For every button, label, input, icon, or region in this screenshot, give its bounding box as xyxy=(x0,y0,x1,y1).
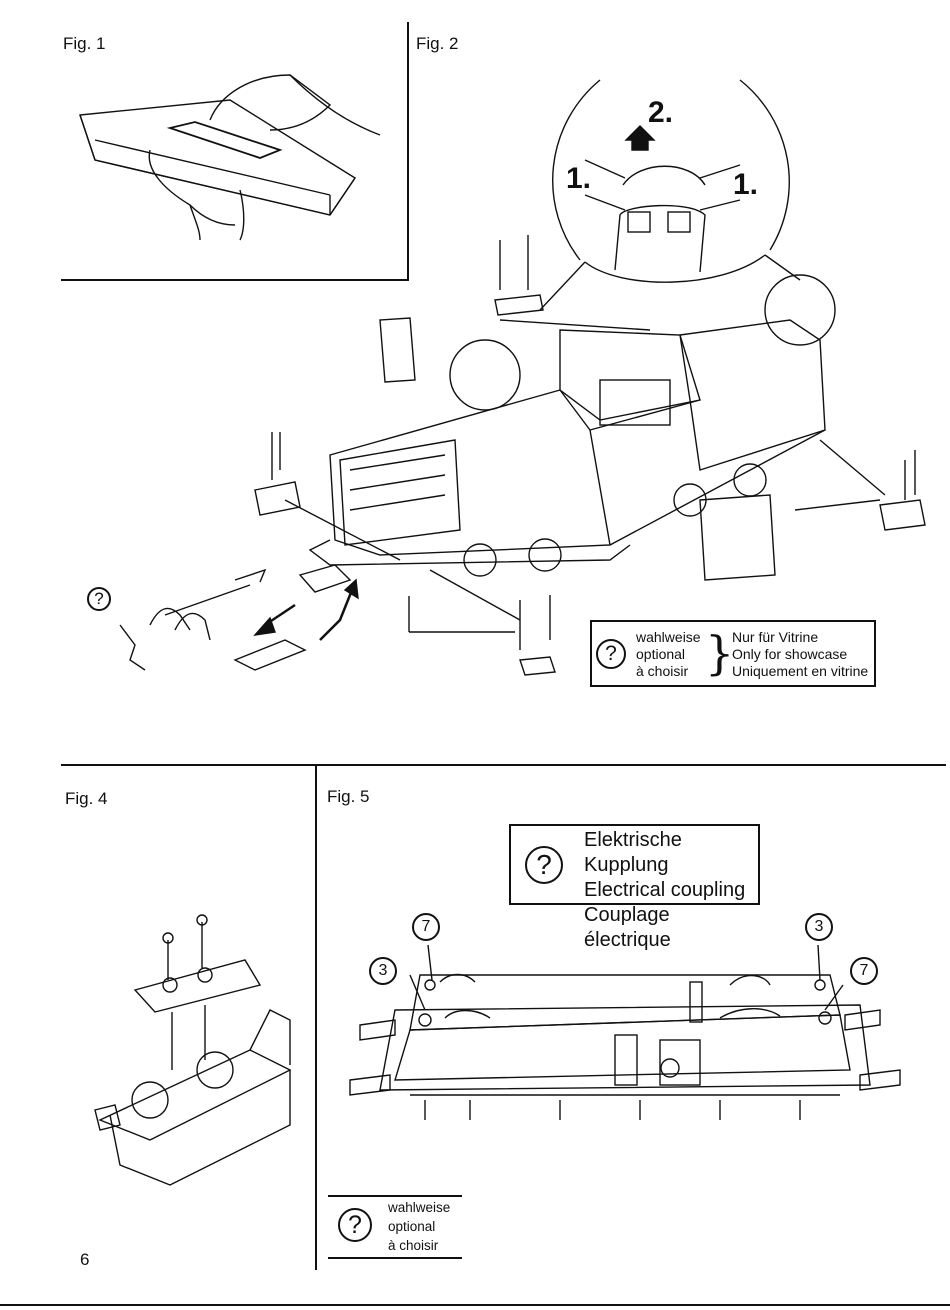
bottom-line-a-choisir: à choisir xyxy=(388,1236,450,1255)
optional-legend-bottom: ? wahlweise optional à choisir xyxy=(328,1195,462,1258)
optional-marker-icon: ? xyxy=(87,587,111,611)
question-circle-icon: ? xyxy=(596,639,626,669)
legend-line-en-vitrine: Uniquement en vitrine xyxy=(732,663,868,680)
coupling-line-en: Electrical coupling xyxy=(584,878,758,903)
coupling-line-fr: Couplage électrique xyxy=(584,903,758,953)
legend-line-optional: optional xyxy=(636,646,701,663)
coupling-line-de: Elektrische Kupplung xyxy=(584,828,758,878)
question-circle-icon: ? xyxy=(525,846,563,884)
legend-line-vitrine: Nur für Vitrine xyxy=(732,629,868,646)
callout-3-right: 3 xyxy=(805,913,833,941)
electrical-coupling-text: Elektrische Kupplung Electrical coupling… xyxy=(584,828,758,953)
bottom-line-wahlweise: wahlweise xyxy=(388,1198,450,1217)
fig1-box-illustration xyxy=(80,75,380,240)
optional-showcase-legend: ? wahlweise optional à choisir } Nur für… xyxy=(590,620,876,687)
step-1-right-label: 1. xyxy=(733,168,758,202)
legend-line-wahlweise: wahlweise xyxy=(636,629,701,646)
step-2-label: 2. xyxy=(648,96,673,130)
bottom-line-optional: optional xyxy=(388,1217,450,1236)
callout-7-left: 7 xyxy=(412,913,440,941)
question-circle-icon: ? xyxy=(338,1208,372,1242)
electrical-coupling-legend: ? Elektrische Kupplung Electrical coupli… xyxy=(509,824,760,905)
brace-icon: } xyxy=(705,630,734,676)
callout-3-left: 3 xyxy=(369,957,397,985)
legend-top-rule xyxy=(328,1195,462,1197)
legend-bottom-rule xyxy=(328,1257,462,1259)
callout-7-right: 7 xyxy=(850,957,878,985)
legend-line-showcase: Only for showcase xyxy=(732,646,868,663)
step-1-left-label: 1. xyxy=(566,162,591,196)
legend-optional-text: wahlweise optional à choisir xyxy=(636,629,701,680)
page-number: 6 xyxy=(80,1250,89,1270)
legend-line-a-choisir: à choisir xyxy=(636,663,701,680)
fig2-locomotive xyxy=(255,235,925,675)
legend-showcase-text: Nur für Vitrine Only for showcase Unique… xyxy=(732,629,868,680)
fig2-coupling-parts xyxy=(120,565,358,670)
fig4-bogie-illustration xyxy=(95,915,290,1185)
fig5-chassis-illustration xyxy=(350,945,900,1120)
bottom-legend-text: wahlweise optional à choisir xyxy=(388,1198,450,1255)
